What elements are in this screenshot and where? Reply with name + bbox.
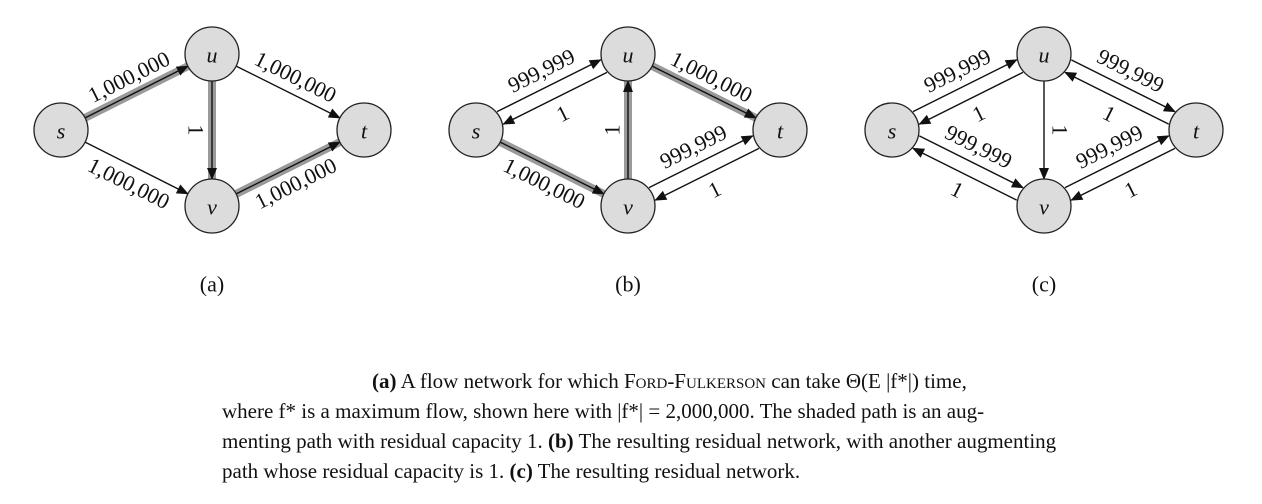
edge-c-v-s xyxy=(912,147,1018,201)
edge-c-v-t xyxy=(1064,135,1170,189)
caption-text-a1: A flow network for which xyxy=(400,369,624,393)
edge-b-u-t xyxy=(651,65,757,119)
edge-b-s-v xyxy=(499,141,605,195)
caption-line-1: (a) A flow network for which Ford-Fulker… xyxy=(222,366,1222,396)
caption-line-2: where f* is a maximum flow, shown here w… xyxy=(222,399,985,423)
edge-layer xyxy=(84,59,1176,201)
node-label-c-t: t xyxy=(1193,119,1200,144)
node-a-u xyxy=(184,26,240,82)
caption-line-3: menting path with residual capacity 1. (… xyxy=(222,426,1222,456)
caption-text-3b: The resulting residual network, with ano… xyxy=(573,429,1057,453)
edge-b-v-t xyxy=(648,135,754,189)
node-label-c-u: u xyxy=(1039,43,1050,68)
node-c-s xyxy=(864,102,920,158)
node-layer: s u v t s u v t s u v t xyxy=(33,26,1224,234)
caption-text-4a: path whose residual capacity is 1. xyxy=(222,459,510,483)
edge-c-s-u xyxy=(912,59,1018,113)
caption-text-a2: can take Θ(E |f*|) time, xyxy=(766,369,967,393)
edge-c-u-s xyxy=(918,71,1024,125)
edge-b-s-u xyxy=(496,59,602,113)
label-edge-a-u-v: 1 xyxy=(184,125,209,136)
node-label-a-s: s xyxy=(57,119,66,144)
node-label-a-t: t xyxy=(361,119,368,144)
panel-label-layer: (a) (b) (c) xyxy=(200,272,1056,297)
node-label-c-v: v xyxy=(1039,195,1049,220)
node-a-s xyxy=(33,102,89,158)
label-edge-c-t-u: 1 xyxy=(1099,100,1120,127)
edge-a-v-t xyxy=(235,141,341,195)
node-b-v xyxy=(600,178,656,234)
caption-tag-b: (b) xyxy=(548,429,574,453)
node-label-b-t: t xyxy=(777,119,784,144)
node-label-b-s: s xyxy=(472,119,481,144)
node-b-u xyxy=(600,26,656,82)
label-edge-b-u-s: 1 xyxy=(552,100,573,127)
edge-a-s-u xyxy=(84,65,189,119)
caption-tag-c: (c) xyxy=(509,459,533,483)
node-a-t xyxy=(336,102,392,158)
node-label-a-u: u xyxy=(207,43,218,68)
caption-line-4: path whose residual capacity is 1. (c) T… xyxy=(222,456,1222,486)
figure-caption: (a) A flow network for which Ford-Fulker… xyxy=(222,366,1222,486)
flow-network-figure: 1,000,0001,000,0001,000,00011,000,000999… xyxy=(33,26,1224,297)
label-edge-c-u-v: 1 xyxy=(1048,125,1073,136)
edge-b-u-s xyxy=(502,71,608,125)
node-label-b-u: u xyxy=(623,43,634,68)
edge-c-s-v xyxy=(918,135,1024,189)
edge-a-u-t xyxy=(235,65,341,119)
caption-text-4b: The resulting residual network. xyxy=(532,459,801,483)
panel-label-a: (a) xyxy=(200,272,224,297)
edge-c-t-u xyxy=(1064,71,1170,125)
label-edge-b-t-v: 1 xyxy=(704,176,725,203)
node-a-v xyxy=(184,178,240,234)
panel-label-b: (b) xyxy=(615,272,641,297)
node-c-v xyxy=(1016,178,1072,234)
caption-text-3a: menting path with residual capacity 1. xyxy=(222,429,548,453)
node-b-t xyxy=(752,102,808,158)
edge-a-s-v xyxy=(84,141,189,195)
edge-b-t-v xyxy=(654,147,760,201)
node-label-a-v: v xyxy=(207,195,217,220)
node-label-c-s: s xyxy=(888,119,897,144)
caption-algorithm: Ford-Fulkerson xyxy=(623,369,766,393)
caption-tag-a: (a) xyxy=(372,369,397,393)
label-edge-c-t-v: 1 xyxy=(1120,176,1141,203)
node-c-u xyxy=(1016,26,1072,82)
panel-label-c: (c) xyxy=(1032,272,1056,297)
label-edge-a-s-v: 1,000,000 xyxy=(84,152,174,214)
node-b-s xyxy=(448,102,504,158)
label-edge-b-v-u: 1 xyxy=(600,125,625,136)
edge-c-u-t xyxy=(1070,59,1176,113)
label-edge-c-u-s: 1 xyxy=(968,100,989,127)
node-label-b-v: v xyxy=(623,195,633,220)
node-c-t xyxy=(1168,102,1224,158)
edge-c-t-v xyxy=(1070,147,1176,201)
label-edge-a-u-t: 1,000,000 xyxy=(251,46,341,108)
label-edge-c-v-s: 1 xyxy=(947,176,968,203)
